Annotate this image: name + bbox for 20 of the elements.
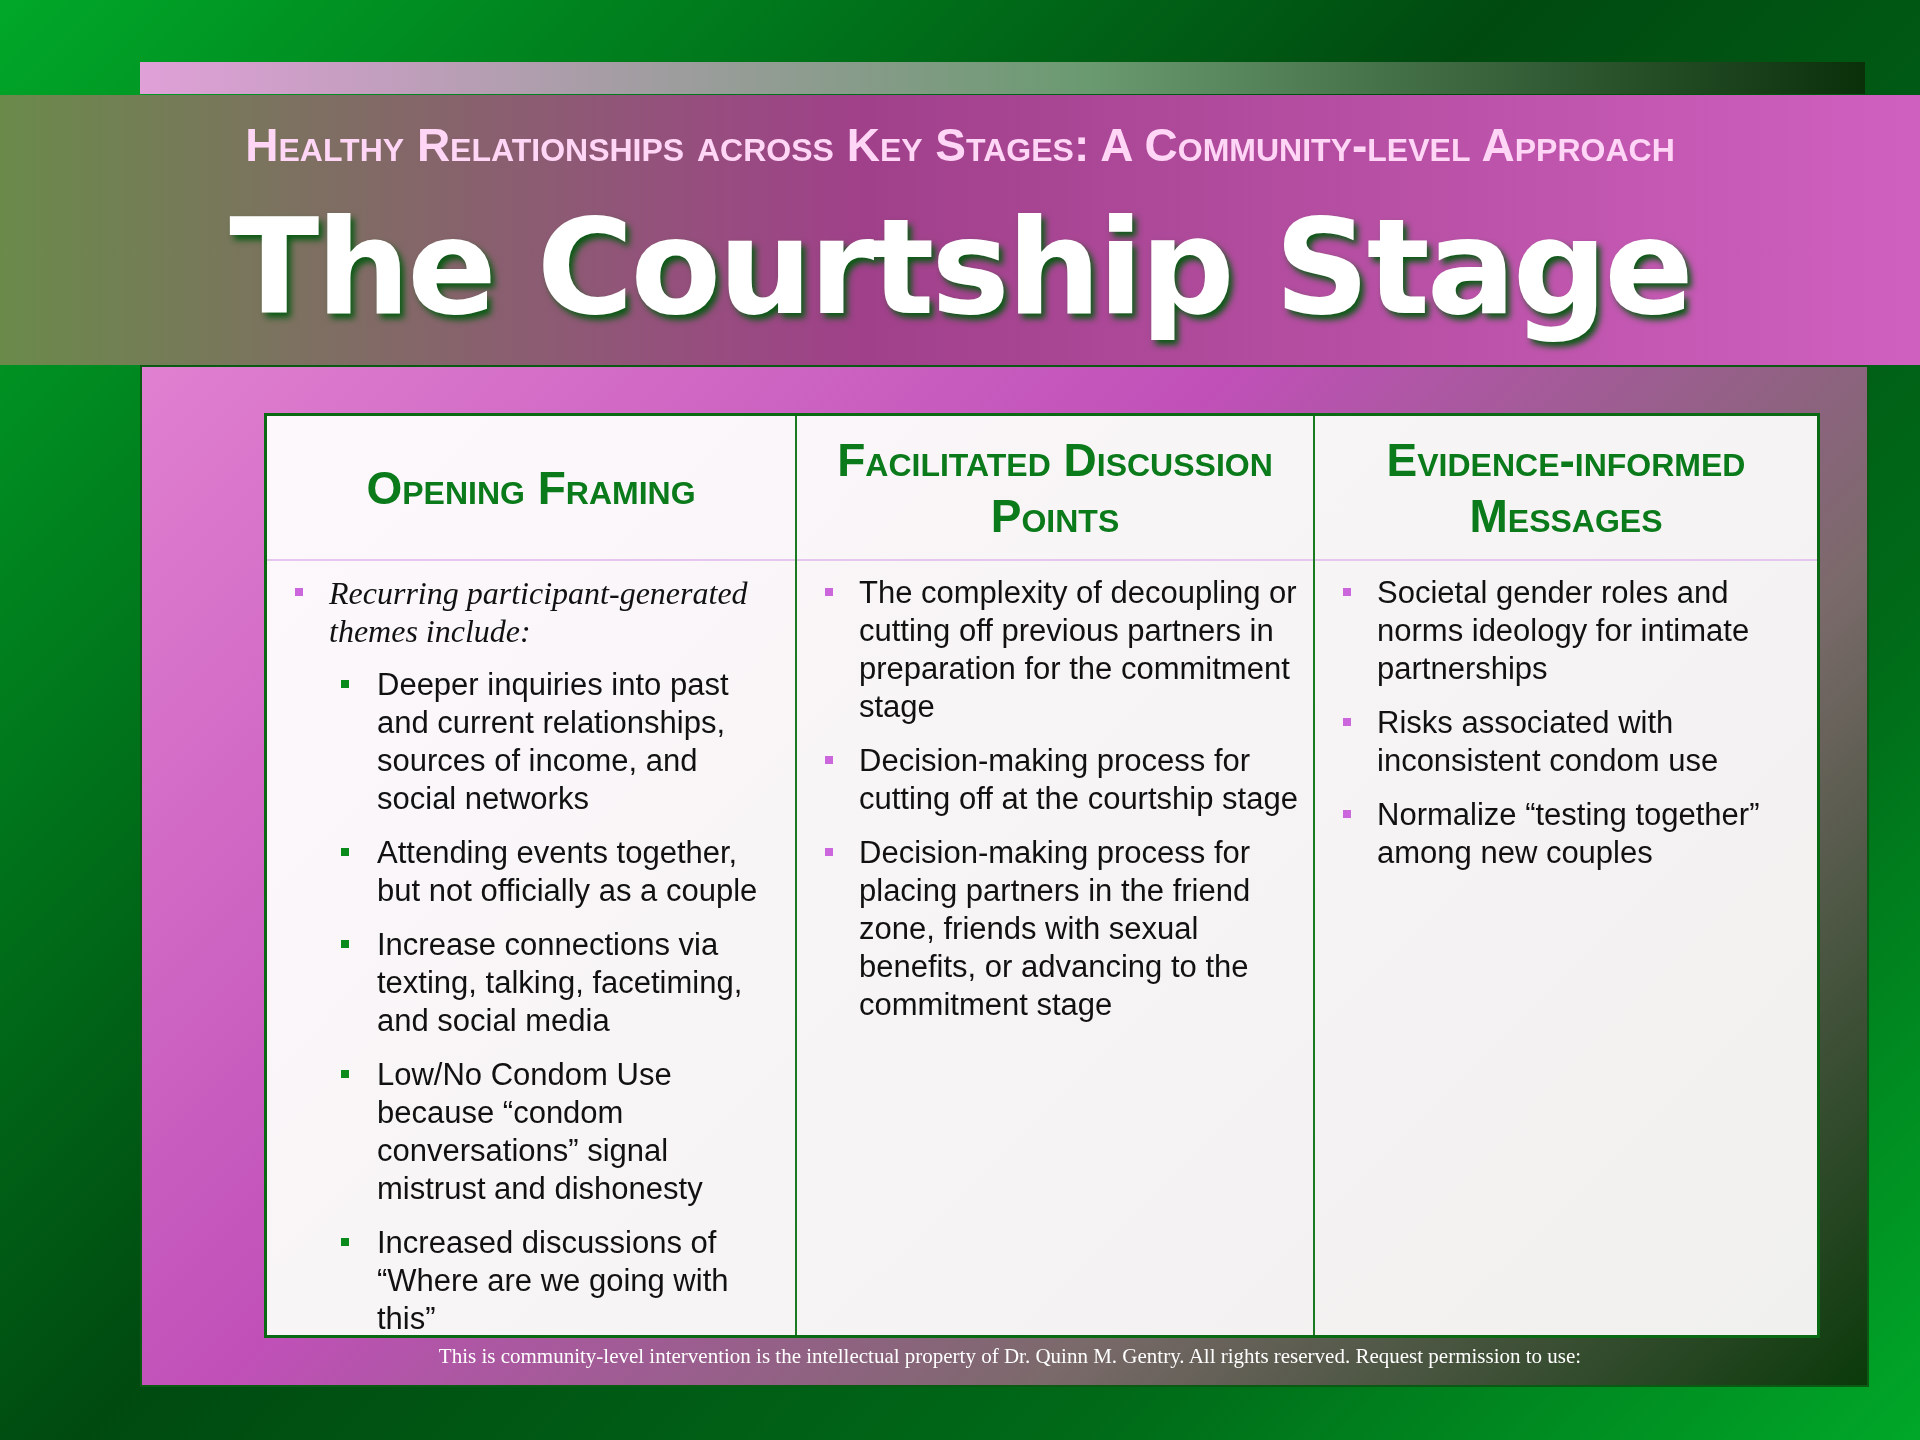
- bullet-item: Normalize “testing together” among new couples: [1339, 796, 1803, 872]
- bullet-item: Increased discussions of “Where are we going with this”: [339, 1224, 781, 1338]
- bullet-item: Decision-making process for placing partners in the friend zone, friends with sexual benefits, or advancing to the commitment stage: [821, 834, 1299, 1024]
- bullet-item: Deeper inquiries into past and current relationships, sources of income, and social networks: [339, 666, 781, 818]
- bullet-item: Decision-making process for cutting off at the courtship stage: [821, 742, 1299, 818]
- column-heading: Evidence-informed Messages: [1385, 432, 1747, 544]
- intro-text: Recurring participant-generated themes include:: [291, 574, 781, 650]
- column-heading: Opening Framing: [366, 460, 696, 516]
- table-column: [1313, 416, 1817, 1335]
- footer-note: This is community-level intervention is the intellectual property of Dr. Quinn M. Gentry. All rights reserved. Request permission to use:: [438, 1344, 1582, 1368]
- bullet-item: Low/No Condom Use because “condom conversations” signal mistrust and dishonesty: [339, 1056, 781, 1208]
- title-heading: The Courtship Stage: [229, 190, 1691, 344]
- bullet-item: Increase connections via texting, talking, facetiming, and social media: [339, 926, 781, 1040]
- bullet-item: Societal gender roles and norms ideology for intimate partnerships: [1339, 574, 1803, 688]
- table-column: [795, 416, 1313, 1335]
- bullet-item: Risks associated with inconsistent condom use: [1339, 704, 1803, 780]
- column-heading: Facilitated Discussion Points: [836, 432, 1274, 544]
- bullet-item: The complexity of decoupling or cutting off previous partners in preparation for the commitment stage: [821, 574, 1299, 726]
- bullet-item: Attending events together, but not officially as a couple: [339, 834, 781, 910]
- subtitle-heading: Healthy Relationships across Key Stages: A Community-level Approach: [245, 118, 1675, 172]
